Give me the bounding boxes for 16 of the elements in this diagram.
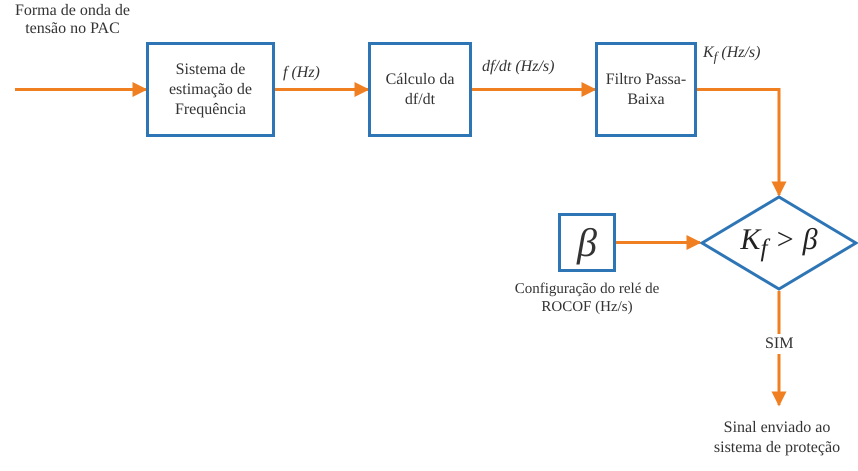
arrow <box>275 82 370 97</box>
edge-label: Forma de onda de tensão no PAC <box>14 2 132 39</box>
process-box: Cálculo da df/dt <box>368 42 472 137</box>
process-box: Filtro Passa-Baixa <box>595 42 697 137</box>
arrow <box>15 82 148 97</box>
process-box: Sistema de estimação de Frequência <box>146 42 275 137</box>
arrow <box>697 88 786 196</box>
node-label: Configuração do relé de ROCOF (Hz/s) <box>514 280 660 316</box>
arrow <box>616 235 702 250</box>
edge-label: K$_{f}$ (Hz/s) <box>703 44 760 64</box>
parameter-box: β <box>558 213 616 272</box>
output-text: Sinal enviado ao sistema de proteção <box>702 405 852 471</box>
decision-diamond: K$_{f}$ > β <box>700 195 858 291</box>
edge-label: df/dt (Hz/s) <box>482 58 554 76</box>
arrow <box>472 82 596 97</box>
edge-label: f (Hz) <box>283 64 320 82</box>
